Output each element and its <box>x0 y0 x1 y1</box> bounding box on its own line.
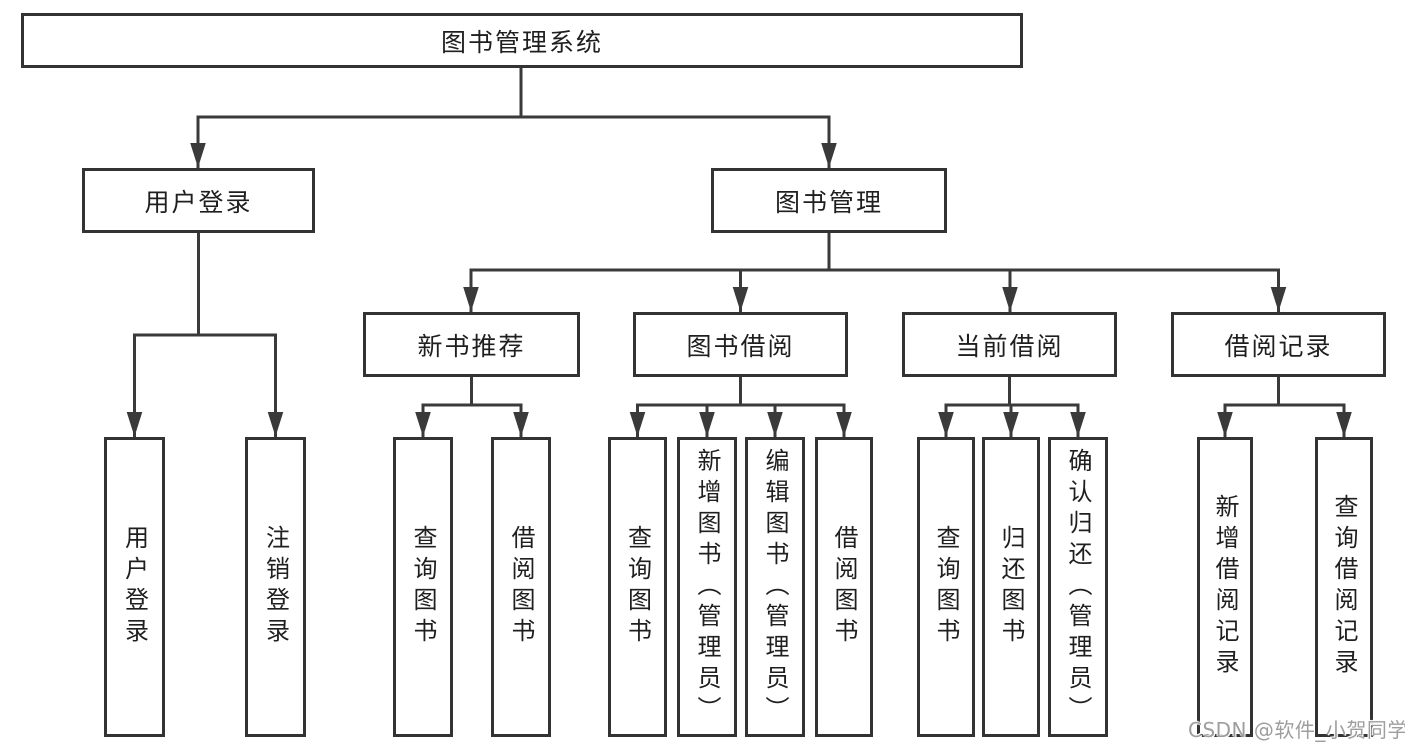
node-label: 新增借阅记录 <box>1211 494 1239 680</box>
node-book-management: 图书管理 <box>711 168 947 233</box>
leaf-borrow-books-recommend: 借阅图书 <box>491 437 551 737</box>
node-user-login: 用户登录 <box>82 168 315 233</box>
leaf-user-login: 用户登录 <box>104 437 165 737</box>
watermark: CSDN @软件_小贺同学 <box>1188 718 1405 742</box>
connector-user-login-trunk <box>133 231 277 337</box>
leaf-return-book: 归还图书 <box>982 437 1040 737</box>
node-label: 查询图书 <box>409 525 437 649</box>
leaf-query-borrow-record: 查询借阅记录 <box>1315 437 1373 737</box>
node-label: 注销登录 <box>261 525 290 649</box>
node-book-borrowing: 图书借阅 <box>633 312 848 377</box>
node-label: 编辑图书（管理员） <box>761 447 789 727</box>
node-label: 归还图书 <box>997 525 1025 649</box>
connector-borrow-records-trunk <box>1223 375 1346 407</box>
node-label: 借阅图书 <box>507 525 535 649</box>
leaf-borrow-books-borrowing: 借阅图书 <box>815 437 873 737</box>
leaf-edit-book-admin: 编辑图书（管理员） <box>745 437 805 737</box>
node-label: 查询图书 <box>623 525 652 649</box>
connector-root-trunk <box>196 66 831 119</box>
node-label: 借阅图书 <box>830 525 858 649</box>
leaf-query-books-current: 查询图书 <box>917 437 975 737</box>
connector-current-borrow-trunk <box>944 375 1080 407</box>
node-label: 查询图书 <box>932 525 960 649</box>
connector-book-borrow-trunk <box>636 375 846 407</box>
leaf-query-books-recommend: 查询图书 <box>393 437 453 737</box>
node-library-system: 图书管理系统 <box>21 13 1023 68</box>
leaf-logout: 注销登录 <box>245 437 306 737</box>
node-label: 用户登录 <box>120 525 149 649</box>
node-current-borrowing: 当前借阅 <box>902 312 1117 377</box>
connector-new-book-trunk <box>421 375 523 407</box>
node-label: 新增图书（管理员） <box>693 447 721 727</box>
node-label: 查询借阅记录 <box>1330 494 1358 680</box>
node-label: 确认归还（管理员） <box>1064 447 1092 727</box>
node-new-book-recommendation: 新书推荐 <box>363 312 580 377</box>
node-borrowing-records: 借阅记录 <box>1171 312 1386 377</box>
leaf-query-books-borrowing: 查询图书 <box>608 437 667 737</box>
leaf-confirm-return-admin: 确认归还（管理员） <box>1048 437 1108 737</box>
connector-book-mgmt-trunk <box>469 231 1280 272</box>
leaf-add-book-admin: 新增图书（管理员） <box>677 437 737 737</box>
leaf-add-borrow-record: 新增借阅记录 <box>1197 437 1253 737</box>
